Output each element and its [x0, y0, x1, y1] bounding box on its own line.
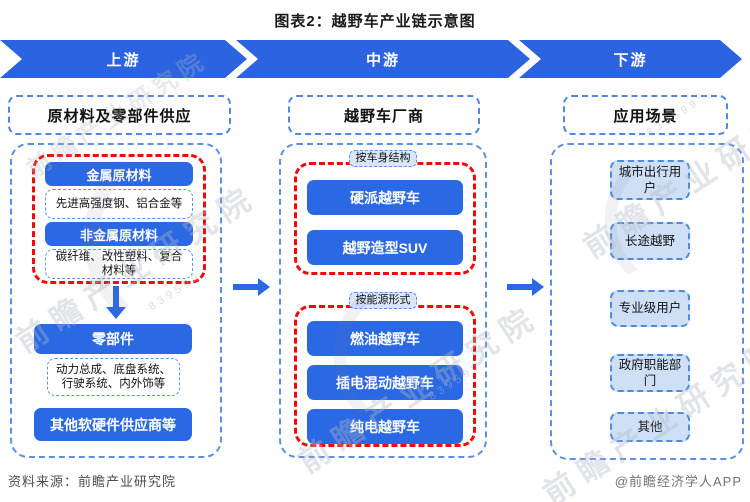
nonmetal-material-desc: 碳纤维、改性塑料、复合材料等: [45, 249, 193, 279]
header-downstream: 应用场景: [563, 95, 728, 135]
phev-offroad-button: 插电混动越野车: [307, 365, 463, 400]
fuel-offroad-button: 燃油越野车: [307, 321, 463, 356]
scene-urban-users: 城市出行用户: [610, 160, 690, 200]
other-suppliers-button: 其他软硬件供应商等: [34, 408, 192, 441]
down-arrow-head: [106, 307, 126, 319]
banner-upstream: 上游: [0, 40, 247, 78]
source-credit: 资料来源：前瞻产业研究院: [8, 474, 177, 489]
energy-form-chip: 按能源形式: [349, 292, 417, 310]
upstream-container: 金属原材料 先进高强度钢、铝合金等 非金属原材料 碳纤维、改性塑料、复合材料等 …: [10, 143, 222, 458]
banner-midstream: 中游: [236, 40, 530, 78]
down-arrow-icon: [106, 286, 126, 319]
body-structure-red-group: 硬派越野车 越野造型SUV: [294, 162, 476, 275]
arrow-head: [532, 278, 544, 296]
midstream-container: 按车身结构 硬派越野车 越野造型SUV 按能源形式 燃油越野车 插电混动越野车 …: [279, 143, 487, 458]
down-arrow-shaft: [113, 286, 119, 307]
flow-arrow-upstream-to-midstream: [233, 278, 270, 296]
banner-upstream-label: 上游: [106, 51, 141, 69]
body-structure-chip: 按车身结构: [349, 150, 417, 168]
downstream-container: 城市出行用户 长途越野 专业级用户 政府职能部门 其他: [550, 143, 744, 460]
metal-material-desc: 先进高强度钢、铝合金等: [45, 189, 193, 219]
ev-offroad-button: 纯电越野车: [307, 409, 463, 444]
scene-long-distance: 长途越野: [610, 222, 690, 260]
banner-midstream-label: 中游: [365, 51, 400, 69]
page-title: 图表2：越野车产业链示意图: [274, 13, 476, 30]
banner-downstream: 下游: [519, 40, 742, 78]
parts-desc: 动力总成、底盘系统、行驶系统、内外饰等: [47, 358, 180, 396]
arrow-shaft: [507, 284, 532, 290]
app-credit: @前瞻经济学人APP: [614, 474, 742, 489]
nonmetal-material-button: 非金属原材料: [45, 222, 193, 246]
metal-material-button: 金属原材料: [45, 162, 193, 186]
arrow-shaft: [233, 284, 258, 290]
offroad-styled-suv-button: 越野造型SUV: [307, 230, 463, 265]
banner-downstream-label: 下游: [613, 51, 648, 69]
scene-other: 其他: [610, 412, 690, 442]
parts-button: 零部件: [34, 324, 192, 354]
energy-form-red-group: 燃油越野车 插电混动越野车 纯电越野车: [294, 305, 476, 447]
raw-material-red-group: 金属原材料 先进高强度钢、铝合金等 非金属原材料 碳纤维、改性塑料、复合材料等: [32, 154, 206, 284]
flow-arrow-midstream-to-downstream: [507, 278, 544, 296]
scene-government: 政府职能部门: [610, 354, 690, 392]
header-midstream: 越野车厂商: [288, 95, 480, 135]
hardcore-offroad-button: 硬派越野车: [307, 180, 463, 215]
scene-professional-users: 专业级用户: [610, 290, 690, 327]
arrow-head: [258, 278, 270, 296]
header-upstream: 原材料及零部件供应: [8, 95, 231, 135]
